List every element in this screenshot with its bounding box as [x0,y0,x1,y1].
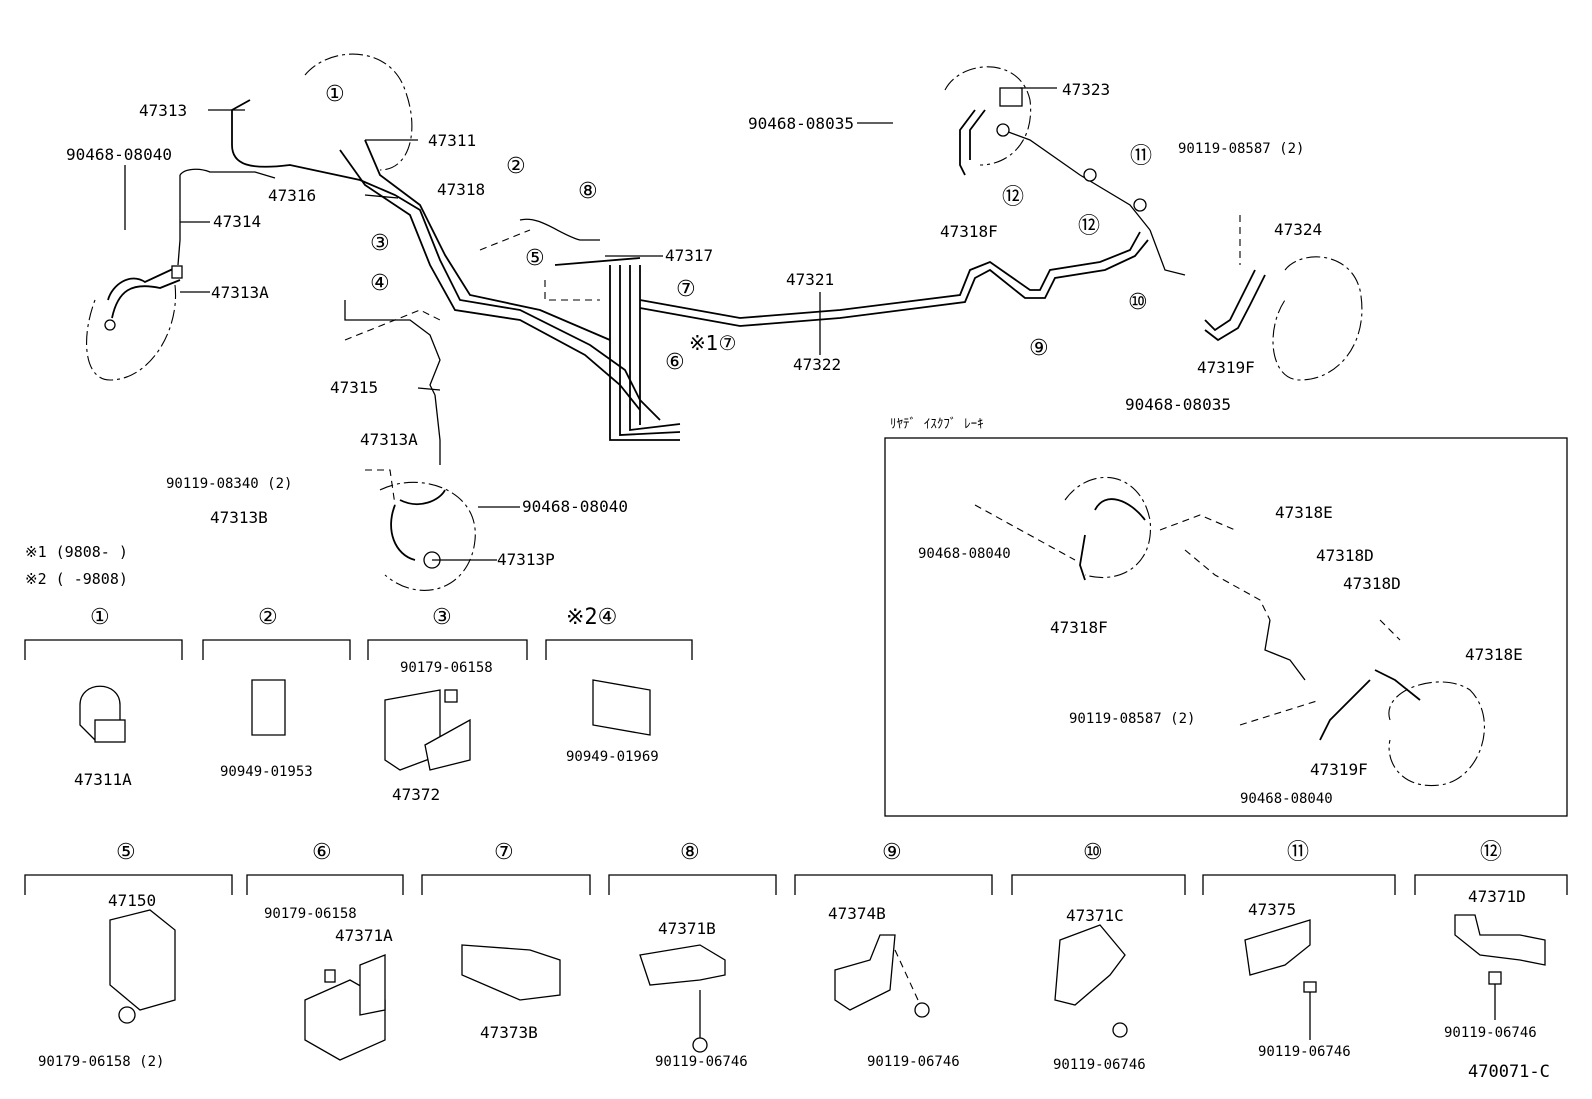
callout-7: ⑦ [676,277,696,302]
part-47313P: 47313P [497,550,555,569]
inset-part-47318F: 47318F [1050,618,1108,637]
section-6-num: ⑥ [312,840,332,865]
front-right-brake [365,469,476,591]
section-10-num: ⑩ [1083,840,1103,865]
callout-11: ⑪ [1130,144,1153,169]
inset-title: ﾘﾔﾃﾞ ｲｽｸﾌﾞ ﾚｰｷ [890,417,984,432]
front-left-brake [86,53,413,381]
rear-right-brake [944,66,1363,381]
part-47321: 47321 [786,270,835,289]
section-3-num: ③ [432,605,452,630]
part-47311: 47311 [428,131,477,150]
callout-1: ① [325,82,345,107]
callout-12a: ⑫ [1002,185,1025,210]
part-47318F: 47318F [940,222,998,241]
inset-part-47318E-2: 47318E [1465,645,1523,664]
callout-8: ⑧ [578,179,598,204]
section-4-part-0: 90949-01969 [566,749,659,765]
part-47314: 47314 [213,212,262,231]
inset-part-47319F: 47319F [1310,760,1368,779]
section-9-part-0: 47374B [828,904,886,923]
callout-10: ⑩ [1128,290,1148,315]
inset-part-90468-08040: 90468-08040 [918,546,1011,562]
section-10-part-1: 90119-06746 [1053,1057,1146,1073]
part-47317: 47317 [665,246,714,265]
section-11-num: ⑪ [1287,840,1310,865]
section-8-num: ⑧ [680,840,700,865]
section-3-part-1: 47372 [392,785,441,804]
section-12-part-0: 47371D [1468,887,1526,906]
inset-rear-disc [884,437,1568,817]
part-90468-08040-lower: 90468-08040 [522,497,628,516]
section-11-part-1: 90119-06746 [1258,1044,1351,1060]
callout-6: ⑥ [665,350,685,375]
section-6-part-1: 47371A [335,926,393,945]
part-47313B: 47313B [210,508,268,527]
part-47316: 47316 [268,186,317,205]
section-7-num: ⑦ [494,840,514,865]
reference-code: 470071-C [1468,1062,1550,1082]
part-47323: 47323 [1062,80,1111,99]
part-47313A: 47313A [211,283,269,302]
callout-12b: ⑫ [1078,214,1101,239]
inset-part-47318D: 47318D [1316,546,1374,565]
inset-part-90119-08587: 90119-08587 (2) [1069,711,1196,727]
callout-3: ③ [370,231,390,256]
part-90119-08587: 90119-08587 (2) [1178,141,1305,157]
part-90468-08035: 90468-08035 [748,114,854,133]
part-90468-08035-lower: 90468-08035 [1125,395,1231,414]
section-1-num: ① [90,605,110,630]
section-12-part-1: 90119-06746 [1444,1025,1537,1041]
part-90119-08340: 90119-08340 (2) [166,476,293,492]
callout-4: ④ [370,271,390,296]
leader-lines [124,87,1057,561]
part-47313A-lower: 47313A [360,430,418,449]
section-3-part-0: 90179-06158 [400,660,493,676]
section-5-num: ⑤ [116,840,136,865]
part-47319F: 47319F [1197,358,1255,377]
front-brake-lines [177,99,681,465]
section-5-part-1: 90179-06158 (2) [38,1054,165,1070]
section-10-part-0: 47371C [1066,906,1124,925]
callout-5: ⑤ [525,246,545,271]
note-2: ※2 ( -9808) [25,570,128,588]
section-brackets-row2 [24,874,1568,895]
section-9-part-1: 90119-06746 [867,1054,960,1070]
section-2-part-0: 90949-01953 [220,764,313,780]
section-brackets-row1 [24,639,693,660]
inset-part-47318D-2: 47318D [1343,574,1401,593]
callout-7-note1: ※1⑦ [689,331,737,355]
part-90468-08040: 90468-08040 [66,145,172,164]
part-47313: 47313 [139,101,188,120]
section-7-part-0: 47373B [480,1023,538,1042]
section-5-part-0: 47150 [108,891,157,910]
callout-9: ⑨ [1029,336,1049,361]
part-47324: 47324 [1274,220,1323,239]
inset-part-47318E: 47318E [1275,503,1333,522]
section-part-shapes [79,679,1546,1061]
part-47322: 47322 [793,355,842,374]
section-6-part-0: 90179-06158 [264,906,357,922]
rear-brake-lines [639,129,1186,327]
inset-part-90468-08040-2: 90468-08040 [1240,791,1333,807]
section-4-num: ※2④ [566,605,618,630]
section-2-num: ② [258,605,278,630]
part-47318: 47318 [437,180,486,199]
note-1: ※1 (9808- ) [25,543,128,561]
section-1-part-0: 47311A [74,770,132,789]
section-9-num: ⑨ [882,840,902,865]
callout-2: ② [506,154,526,179]
section-11-part-0: 47375 [1248,900,1297,919]
section-12-num: ⑫ [1480,840,1503,865]
section-8-part-0: 47371B [658,919,716,938]
section-8-part-1: 90119-06746 [655,1054,748,1070]
part-47315: 47315 [330,378,379,397]
